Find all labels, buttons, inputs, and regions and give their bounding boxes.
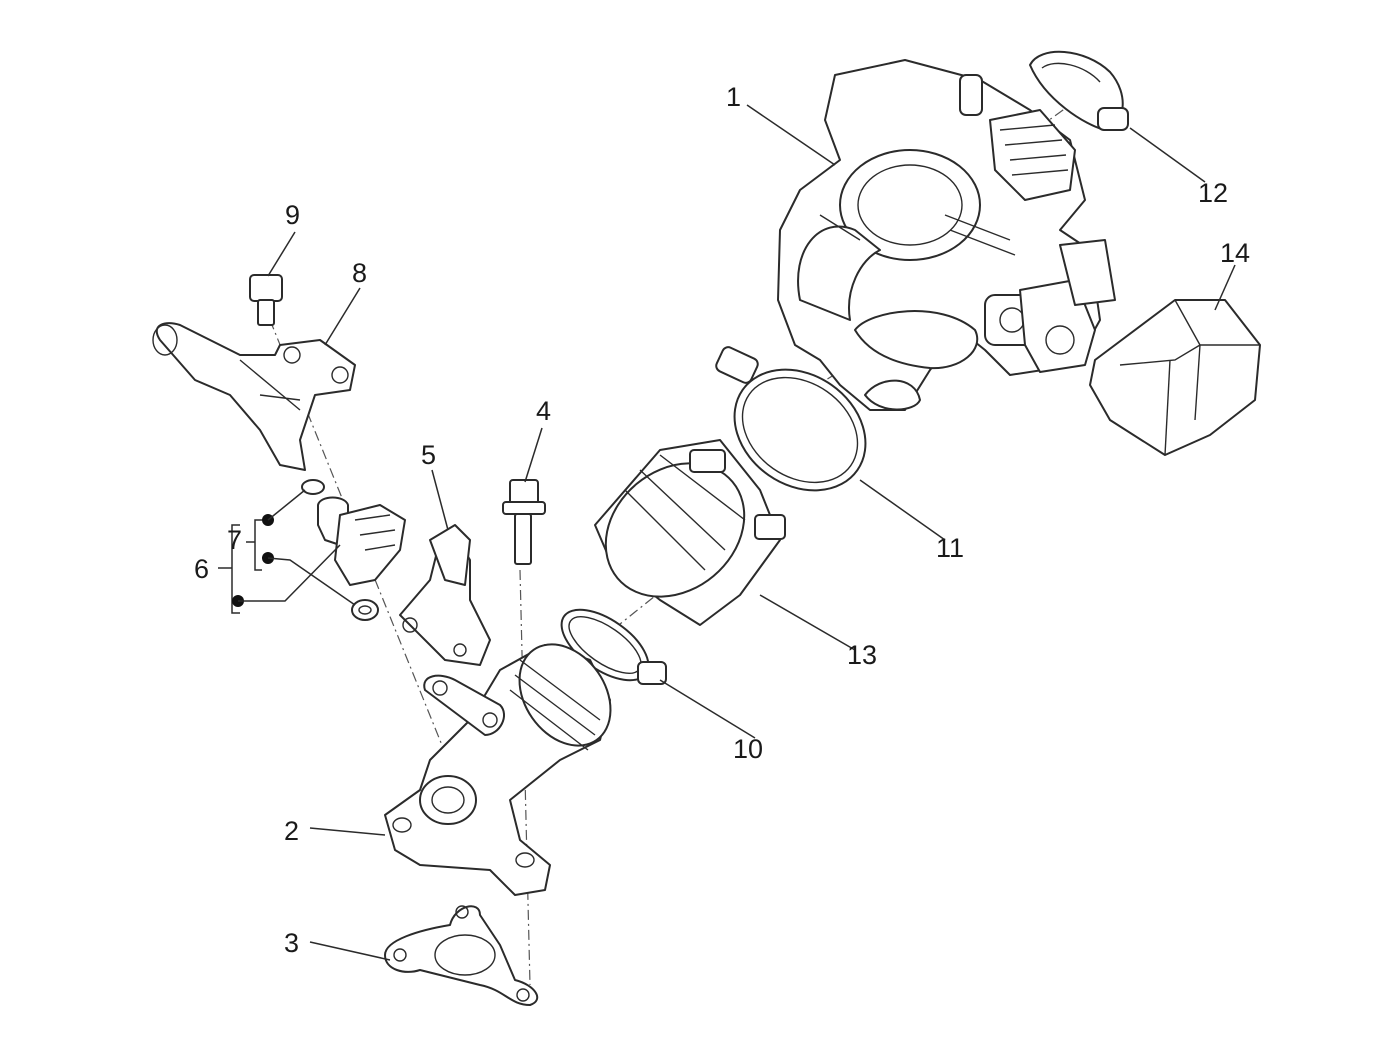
throttle-body-part xyxy=(777,59,1116,411)
injector-holder-part-8 xyxy=(152,322,356,471)
callout-2: 2 xyxy=(284,816,300,846)
callout-5: 5 xyxy=(421,440,437,470)
callout-14: 14 xyxy=(1220,238,1251,268)
callout-10: 10 xyxy=(733,734,764,764)
callout-11: 11 xyxy=(936,533,965,563)
callout-12: 12 xyxy=(1198,178,1229,208)
callout-13: 13 xyxy=(847,640,878,670)
intake-manifold-part-2 xyxy=(384,643,612,896)
callout-9: 9 xyxy=(285,200,301,230)
clamp-ring-part-11 xyxy=(715,346,867,492)
bolt-part-4 xyxy=(502,479,546,565)
gasket-part-3 xyxy=(384,905,539,1006)
callout-6: 6 xyxy=(194,554,210,584)
callout-3: 3 xyxy=(284,928,300,958)
sensor-part-14 xyxy=(1089,299,1261,456)
intake-sleeve-part-13 xyxy=(594,439,786,626)
bracket-part-5 xyxy=(399,524,491,666)
callout-7: 7 xyxy=(227,525,243,555)
clamp-part-12 xyxy=(1029,50,1129,131)
screw-part-9 xyxy=(249,274,283,326)
injector-part-7 xyxy=(301,479,406,621)
leader-lines xyxy=(267,104,1236,961)
item-group-bracket xyxy=(218,489,356,614)
callout-8: 8 xyxy=(352,258,368,288)
callout-4: 4 xyxy=(536,396,552,426)
callout-1: 1 xyxy=(726,82,742,112)
